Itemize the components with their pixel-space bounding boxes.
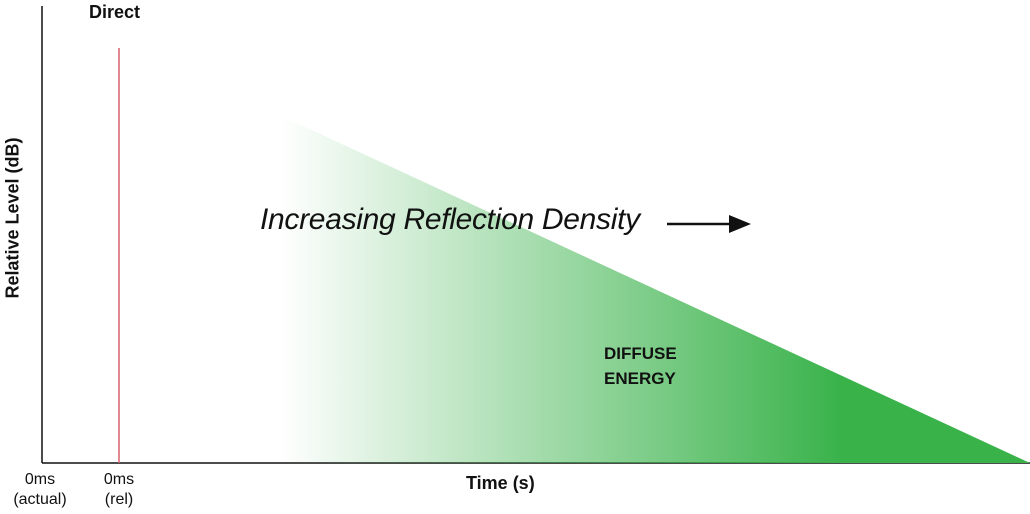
tick-actual-value: 0ms <box>24 471 56 488</box>
reflection-density-headline: Increasing Reflection Density <box>260 203 640 236</box>
y-axis-label: Relative Level (dB) <box>2 137 23 299</box>
tick-rel-value: 0ms <box>103 471 135 488</box>
direct-label: Direct <box>89 2 141 22</box>
diffuse-line-1: DIFFUSE <box>604 344 677 363</box>
diffuse-energy-triangle <box>275 113 1030 463</box>
tick-0ms-actual: 0ms (actual) <box>2 470 78 510</box>
diffuse-line-2: ENERGY <box>604 369 676 388</box>
x-axis-label: Time (s) <box>466 473 535 493</box>
diffuse-energy-label: DIFFUSE ENERGY <box>604 341 677 391</box>
tick-actual-qualifier: (actual) <box>13 491 67 508</box>
tick-rel-qualifier: (rel) <box>104 491 134 508</box>
arrow-head-icon <box>729 215 751 233</box>
tick-0ms-rel: 0ms (rel) <box>90 470 148 510</box>
